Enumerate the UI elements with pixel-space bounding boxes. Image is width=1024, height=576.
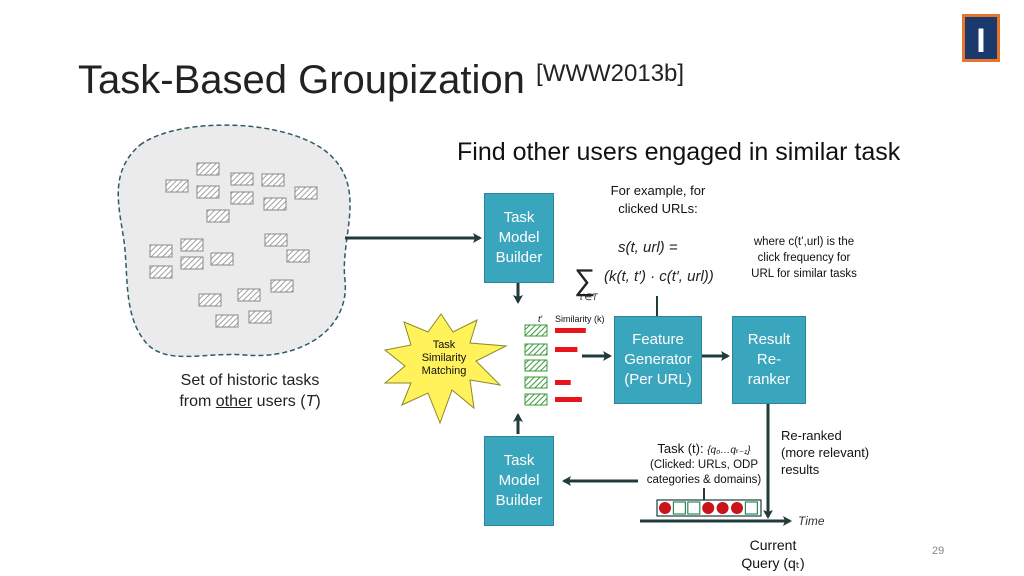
timeline-query-filled [716,502,729,514]
timeline-query-filled [702,502,715,514]
slide-subtitle: Find other users engaged in similar task [457,138,901,166]
timeline-query-empty [672,501,687,515]
reranked-results-text: Re-ranked (more relevant) results [781,428,870,477]
blob-caption: Set of historic tasks from other users (… [179,372,321,410]
university-logo: I [962,14,1000,62]
timeline-query-filled [731,502,743,514]
timeline-query-empty [687,501,701,515]
similarity-bar [555,328,586,333]
formula-lhs: s(t, url) = [618,239,678,256]
timeline-squares [659,501,759,515]
sim-header-similarity: Similarity (k) [555,314,605,324]
sim-header-t: t′ [538,314,543,324]
current-query-label: Current Query (qₜ) [741,537,805,571]
timeline-query-empty [744,501,759,515]
formula-body: (k(t, t′) · c(t′, url)) [604,268,714,285]
title-main: Task-Based Groupization [78,58,525,102]
task-similarity-label: Task Similarity Matching [421,339,467,377]
task-description: Task (t): {q₀…qₜ₋₁} (Clicked: URLs, ODP … [646,441,762,486]
svg-text:I: I [976,22,985,60]
similarity-items [524,324,548,406]
title-reference: [WWW2013b] [536,60,685,87]
historic-task-items [149,162,318,328]
page-number: 29 [932,545,945,557]
example-text: For example, for clicked URLs: [610,183,706,216]
task-similarity-star [383,313,508,425]
similarity-bar [555,380,571,385]
similarity-bar [555,397,582,402]
timeline-query-filled [659,502,671,514]
similarity-bar [555,347,578,352]
formula-note: where c(t’,url) is the click frequency f… [751,236,857,280]
slide-title: Task-Based Groupization [WWW2013b] [78,58,684,103]
formula-sum: ∑ [574,264,595,297]
formula-sub: t′∈T [580,292,599,302]
similarity-bars [555,328,586,402]
time-label: Time [798,514,825,528]
